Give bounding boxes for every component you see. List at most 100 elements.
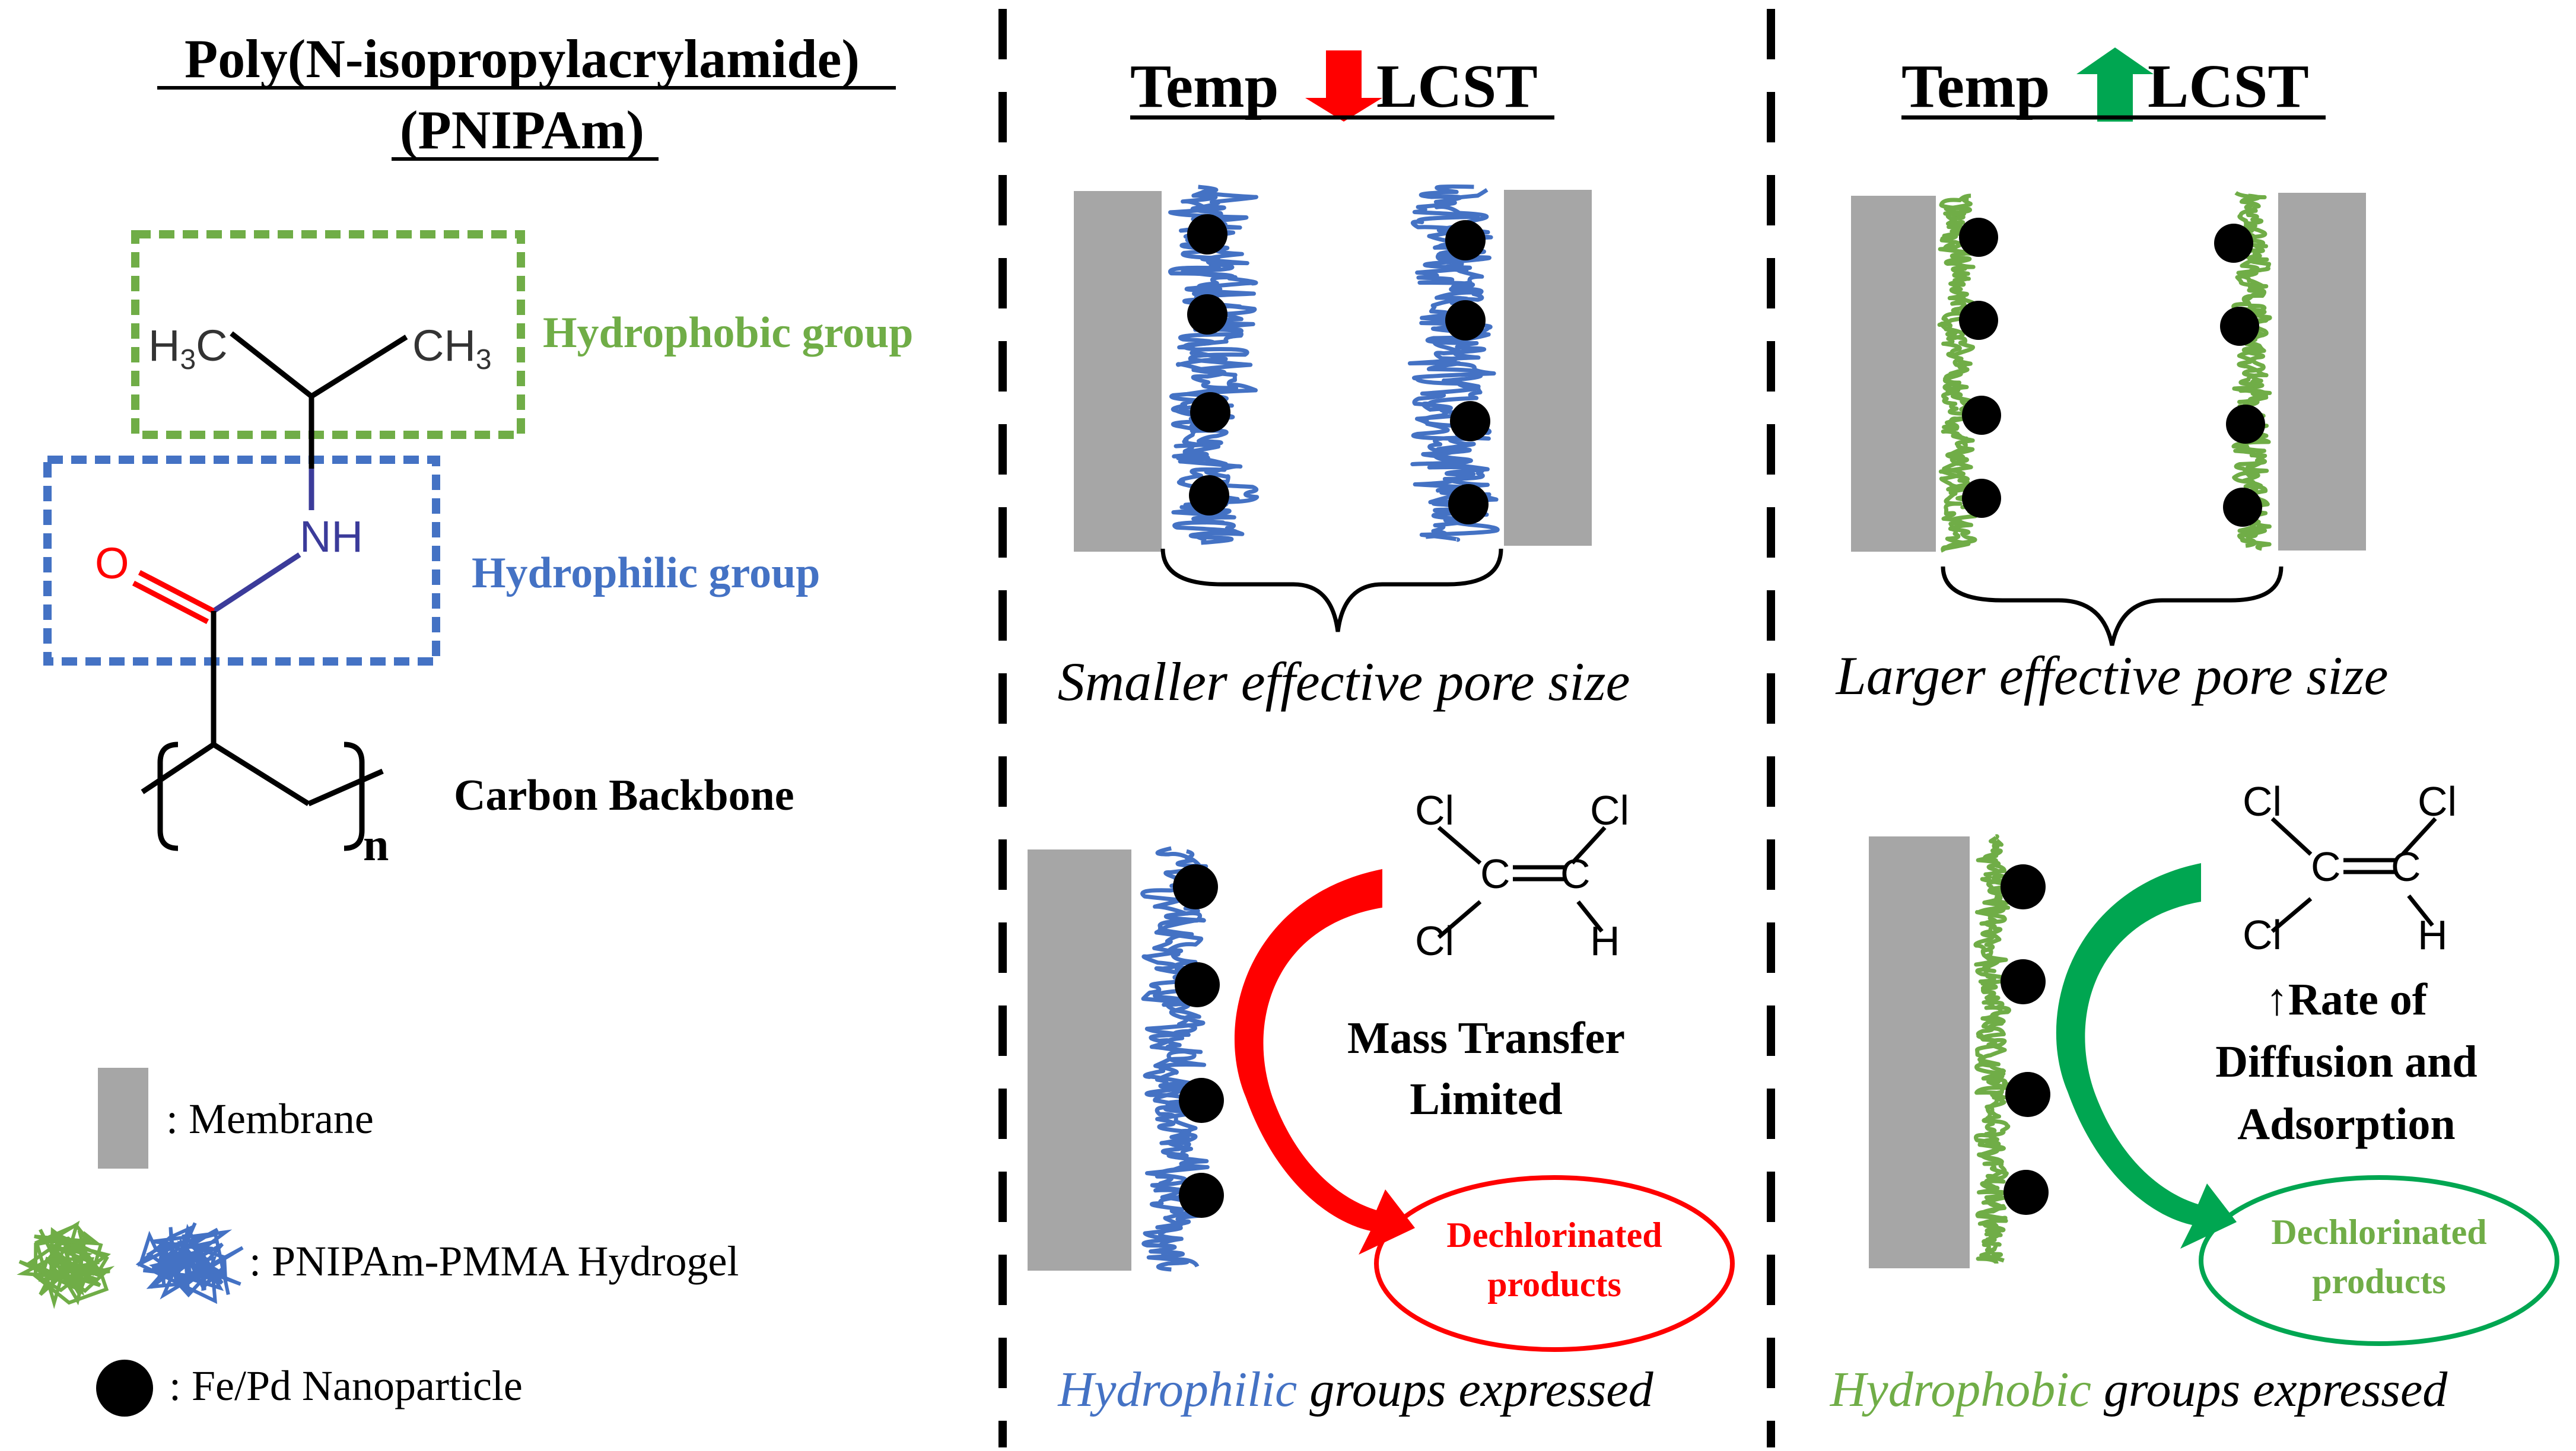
nanoparticle bbox=[2003, 1170, 2049, 1215]
svg-text:C: C bbox=[1480, 851, 1510, 897]
high-process-line3: Adsorption bbox=[2237, 1099, 2455, 1149]
hydrogel-strand bbox=[1973, 834, 2014, 1264]
hydrophobic-box bbox=[131, 230, 525, 439]
svg-text:Cl: Cl bbox=[2418, 778, 2457, 825]
low-nanoparticles-top bbox=[1187, 214, 1490, 524]
low-expressed-word: Hydrophilic bbox=[1057, 1362, 1297, 1417]
svg-text:Cl: Cl bbox=[2243, 912, 2282, 958]
nanoparticle bbox=[1445, 220, 1486, 260]
down-arrow-icon bbox=[1305, 50, 1382, 122]
nanoparticle bbox=[2226, 405, 2265, 444]
low-product-line1: Dechlorinated bbox=[1446, 1215, 1662, 1255]
high-product-line1: Dechlorinated bbox=[2271, 1213, 2486, 1252]
nanoparticle bbox=[2214, 224, 2253, 263]
hydrophilic-label: Hydrophilic group bbox=[472, 549, 820, 597]
nanoparticle bbox=[1179, 1173, 1224, 1218]
h3c-h: H bbox=[148, 321, 180, 370]
pnipam-structure: H3C CH3 NH O n bbox=[43, 230, 525, 870]
nanoparticle bbox=[1962, 396, 2001, 435]
svg-text:Cl: Cl bbox=[1590, 787, 1629, 833]
high-nanoparticles-top bbox=[1959, 218, 2265, 527]
high-membrane-left bbox=[1851, 196, 1936, 552]
high-expressed-word: Hydrophobic bbox=[1830, 1362, 2091, 1417]
low-process-line2: Limited bbox=[1410, 1074, 1563, 1124]
low-nanoparticles-bottom bbox=[1173, 864, 1224, 1218]
high-temp-header-prefix: Temp bbox=[1901, 52, 2050, 120]
nanoparticle bbox=[1962, 479, 2001, 518]
nanoparticle bbox=[2001, 959, 2046, 1004]
h3c-c: C bbox=[196, 321, 227, 370]
low-product-line2: products bbox=[1487, 1265, 1621, 1304]
high-product-line2: products bbox=[2312, 1262, 2446, 1301]
nanoparticle bbox=[1187, 294, 1227, 335]
low-pore-caption: Smaller effective pore size bbox=[1058, 651, 1630, 712]
legend-nanoparticle-text: : Fe/Pd Nanoparticle bbox=[169, 1362, 523, 1409]
up-arrow-icon bbox=[2076, 47, 2154, 122]
svg-text:Cl: Cl bbox=[2243, 778, 2282, 825]
legend-membrane-text: : Membrane bbox=[166, 1095, 374, 1143]
svg-text:Cl: Cl bbox=[1415, 787, 1454, 833]
nanoparticle bbox=[1173, 864, 1218, 909]
svg-text:H3C: H3C bbox=[148, 321, 228, 376]
high-tce-molecule: Cl Cl C C Cl H bbox=[2243, 778, 2457, 958]
legend-membrane-swatch bbox=[98, 1068, 148, 1169]
hydrogel-strand bbox=[1152, 849, 1203, 1268]
ch3-sub: 3 bbox=[476, 344, 492, 376]
low-tce-molecule: Cl Cl C C Cl H bbox=[1415, 787, 1629, 964]
svg-text:H: H bbox=[2418, 912, 2448, 958]
backbone-label: Carbon Backbone bbox=[454, 771, 794, 820]
hydrogel-blob bbox=[27, 1231, 115, 1299]
svg-text:Hydrophobic groups expressed: Hydrophobic groups expressed bbox=[1830, 1362, 2448, 1417]
nanoparticle bbox=[1190, 392, 1230, 432]
high-process-line1: ↑Rate of bbox=[2266, 975, 2428, 1024]
high-expressed-rest: groups expressed bbox=[2091, 1362, 2448, 1417]
hydrogel-strand bbox=[1939, 196, 1973, 551]
svg-text:C: C bbox=[2391, 844, 2421, 890]
low-expressed-rest: groups expressed bbox=[1297, 1362, 1653, 1417]
nanoparticle bbox=[1959, 218, 1998, 257]
nanoparticle bbox=[1175, 962, 1220, 1007]
nanoparticle bbox=[2005, 1072, 2050, 1117]
hydrogel-strand bbox=[1140, 846, 1210, 1272]
nanoparticle bbox=[1187, 214, 1227, 254]
svg-text:H: H bbox=[1590, 918, 1620, 964]
svg-text:CH3: CH3 bbox=[412, 321, 492, 376]
high-reaction-arrow bbox=[2056, 863, 2237, 1249]
legend-nanoparticle-swatch bbox=[96, 1360, 153, 1417]
legend-hydrogel-text: : PNIPAm-PMMA Hydrogel bbox=[249, 1237, 739, 1285]
legend-hydrogel-green-swatch bbox=[17, 1220, 115, 1309]
low-membrane-bottom bbox=[1028, 849, 1131, 1271]
hydrophobic-label: Hydrophobic group bbox=[543, 308, 913, 357]
hydrogel-strand bbox=[1977, 836, 2008, 1263]
high-pore-caption: Larger effective pore size bbox=[1835, 645, 2389, 706]
nanoparticle bbox=[2001, 864, 2046, 909]
nanoparticle bbox=[1448, 484, 1489, 524]
svg-text:C: C bbox=[2311, 844, 2341, 890]
nanoparticle bbox=[1179, 1078, 1224, 1123]
low-product-ellipse bbox=[1374, 1175, 1735, 1352]
high-product-ellipse bbox=[2199, 1175, 2559, 1346]
svg-text:C: C bbox=[1560, 851, 1591, 897]
nanoparticle bbox=[2220, 307, 2259, 346]
low-membrane-right bbox=[1504, 190, 1592, 546]
low-temp-header-prefix: Temp bbox=[1130, 52, 1279, 120]
high-membrane-bottom bbox=[1869, 836, 1970, 1268]
high-process-line2: Diffusion and bbox=[2215, 1037, 2477, 1087]
n-subscript: n bbox=[363, 819, 389, 870]
low-membrane-left bbox=[1074, 191, 1162, 552]
o-label: O bbox=[95, 539, 129, 588]
low-temp-header-suffix: LCST bbox=[1376, 52, 1538, 120]
low-process-line1: Mass Transfer bbox=[1347, 1013, 1625, 1063]
title-line2: (PNIPAm) bbox=[400, 100, 644, 160]
hydrophilic-box bbox=[43, 456, 440, 666]
ch3-ch: CH bbox=[412, 321, 476, 370]
hydrogel-strand bbox=[2237, 193, 2269, 548]
svg-text:Hydrophilic groups expressed: Hydrophilic groups expressed bbox=[1057, 1362, 1653, 1417]
low-reaction-arrow bbox=[1234, 869, 1415, 1255]
low-hydrogel-bottom bbox=[1140, 846, 1210, 1272]
nh-label: NH bbox=[300, 512, 363, 561]
title-line1: Poly(N-isopropylacrylamide) bbox=[185, 28, 860, 89]
high-pore-brace bbox=[1941, 566, 2284, 646]
nanoparticle bbox=[1445, 300, 1486, 341]
